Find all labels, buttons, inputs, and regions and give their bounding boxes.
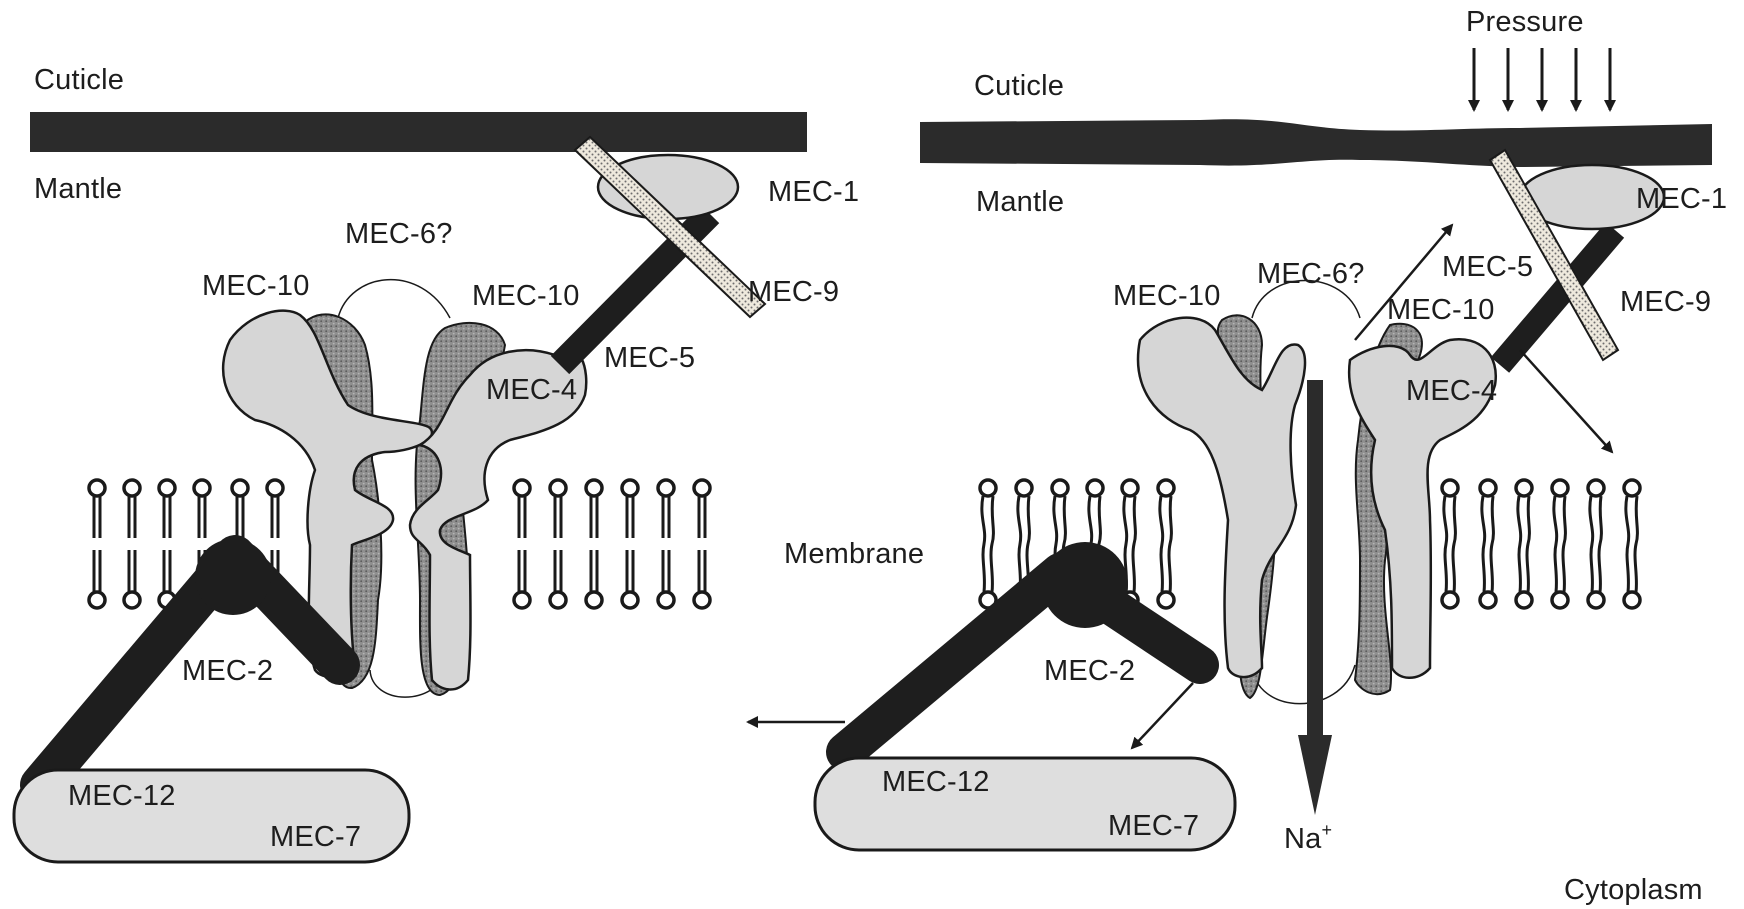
label-mec1-left: MEC-1	[768, 178, 859, 207]
mec2-head-left	[195, 539, 271, 615]
label-mantle-right: Mantle	[976, 188, 1064, 217]
label-mec9-left: MEC-9	[748, 278, 839, 307]
cuticle-bar-left	[30, 112, 807, 152]
displacement-arrow-mec12	[1132, 683, 1193, 748]
label-cytoplasm: Cytoplasm	[1564, 876, 1703, 905]
label-mec6-right: MEC-6?	[1257, 260, 1365, 289]
label-mec1-right: MEC-1	[1636, 185, 1727, 214]
sodium-charge: +	[1321, 820, 1332, 840]
label-cuticle-left: Cuticle	[34, 66, 124, 95]
label-mec2-left: MEC-2	[182, 657, 273, 686]
label-membrane: Membrane	[784, 540, 924, 569]
mec6-loop-left	[338, 280, 450, 318]
mec2-head-right	[1042, 542, 1128, 628]
pressure-arrows	[1474, 48, 1610, 110]
displacement-arrow-right	[1520, 350, 1612, 452]
label-mec5-left: MEC-5	[604, 344, 695, 373]
label-mec7-left: MEC-7	[270, 823, 361, 852]
label-mec12-right: MEC-12	[882, 768, 990, 797]
na-flux-arrowhead	[1298, 735, 1332, 815]
label-mec4-right: MEC-4	[1406, 377, 1497, 406]
label-mantle-left: Mantle	[34, 175, 122, 204]
right-panel-pressure	[748, 48, 1712, 850]
label-cuticle-right: Cuticle	[974, 72, 1064, 101]
label-mec10-right-b: MEC-10	[1387, 296, 1495, 325]
label-sodium: Na+	[1284, 825, 1332, 854]
label-pressure: Pressure	[1466, 8, 1584, 37]
label-mec7-right: MEC-7	[1108, 812, 1199, 841]
label-mec5-right: MEC-5	[1442, 253, 1533, 282]
mec2-bar-right	[845, 572, 1200, 752]
label-mec4-left: MEC-4	[486, 376, 577, 405]
label-mec9-right: MEC-9	[1620, 288, 1711, 317]
cuticle-bar-right	[920, 119, 1712, 167]
label-mec10-right-a: MEC-10	[1113, 282, 1221, 311]
label-mec12-left: MEC-12	[68, 782, 176, 811]
label-mec10-left-b: MEC-10	[472, 282, 580, 311]
mec4-subunit-left-a	[223, 311, 432, 678]
mec6-loop-bottom-right	[1252, 665, 1355, 704]
label-mec10-left-a: MEC-10	[202, 272, 310, 301]
label-mec2-right: MEC-2	[1044, 657, 1135, 686]
label-mec6-left: MEC-6?	[345, 220, 453, 249]
sodium-symbol: Na	[1284, 823, 1321, 855]
